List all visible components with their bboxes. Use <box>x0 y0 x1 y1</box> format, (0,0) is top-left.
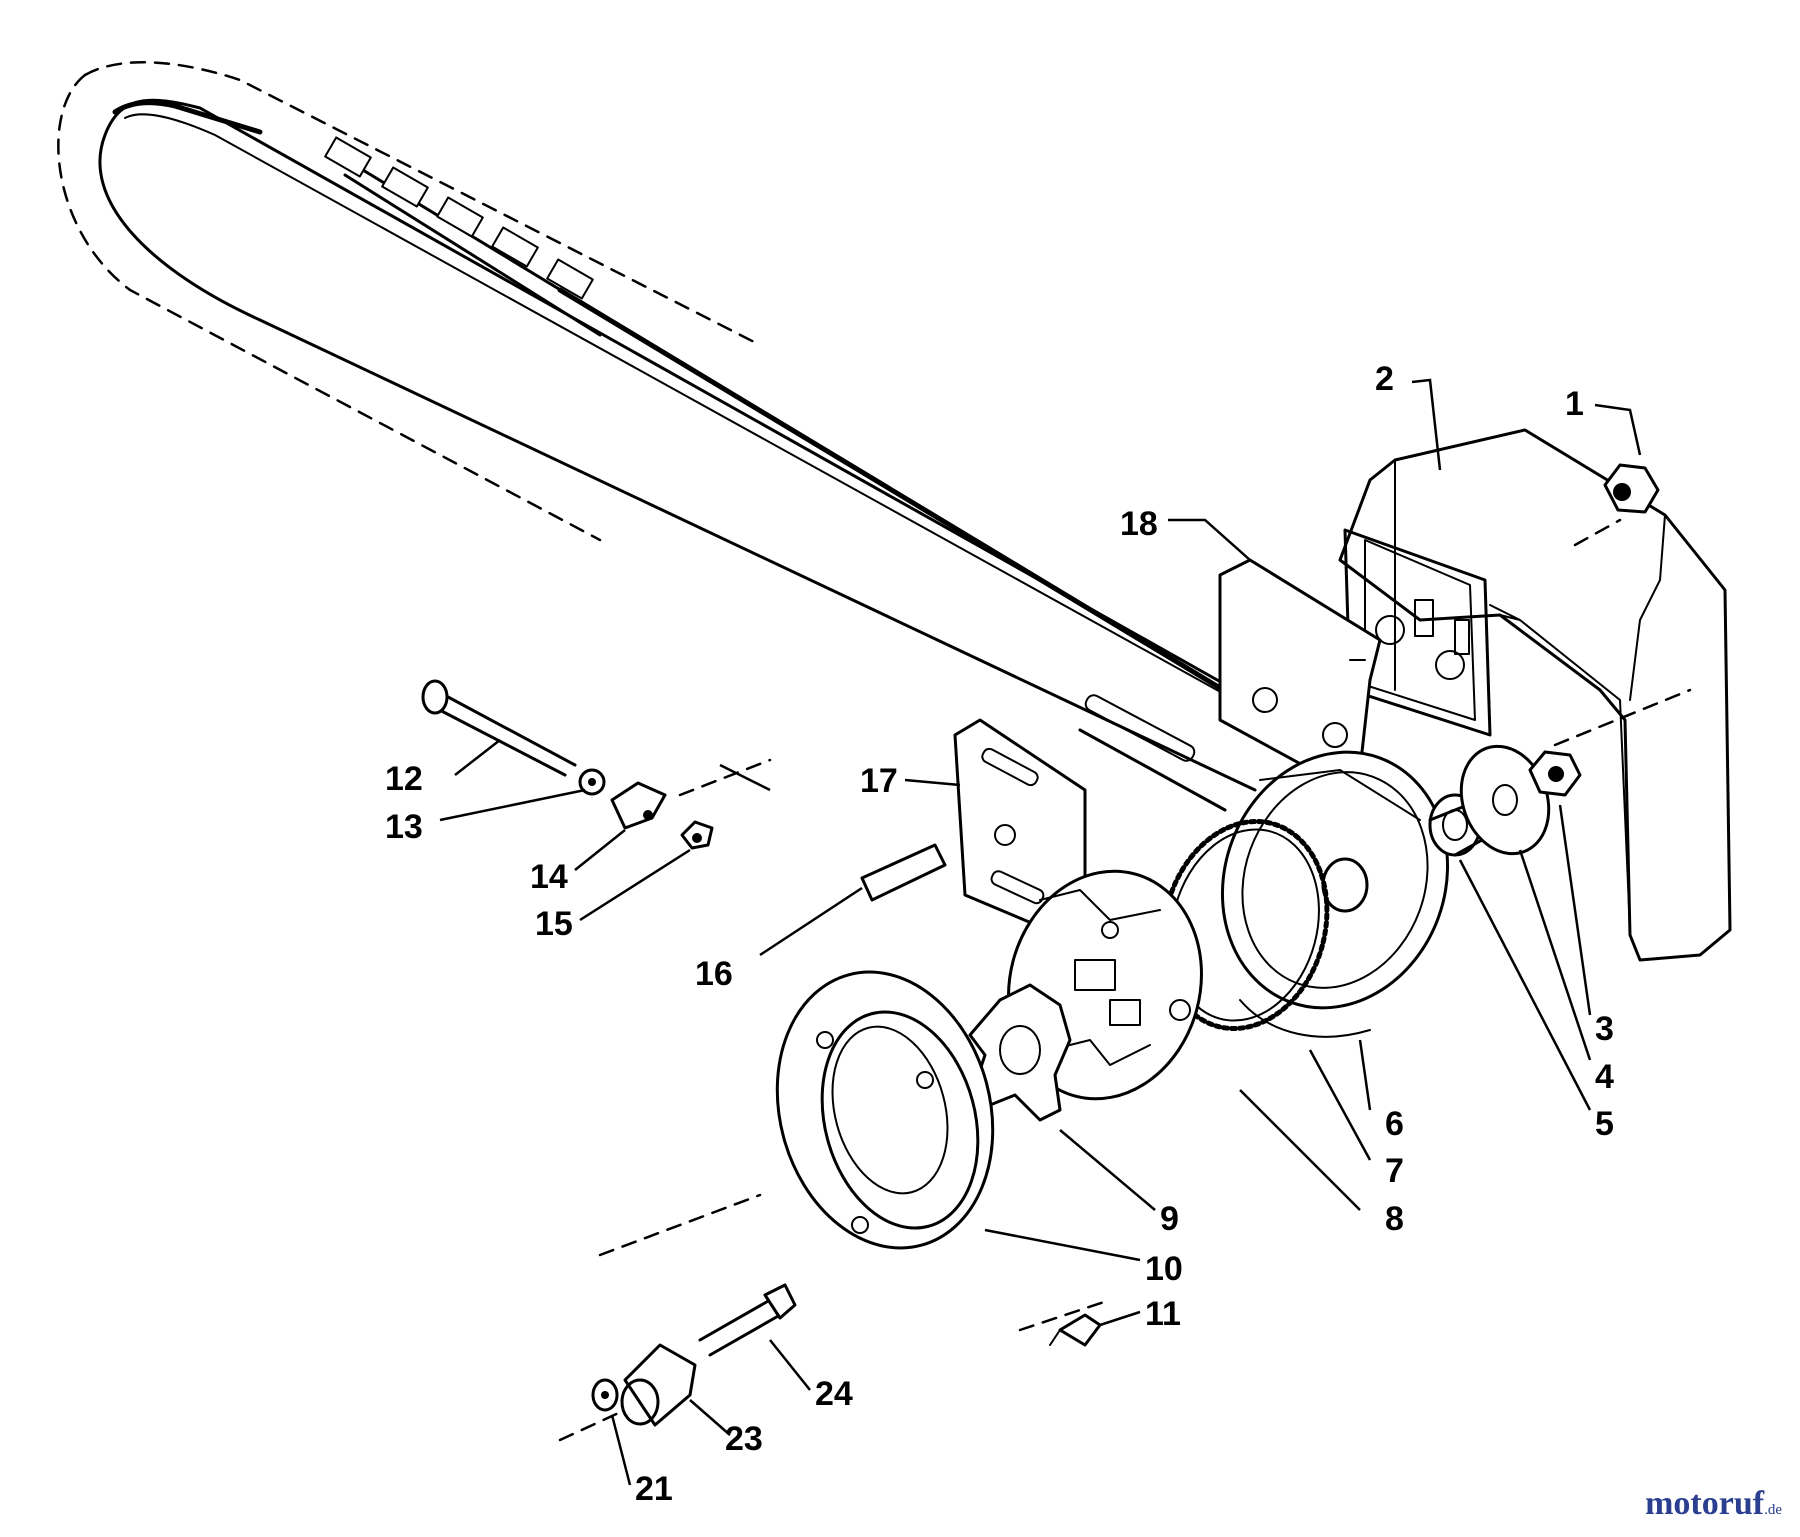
label-part-1: 1 <box>1565 385 1584 423</box>
label-part-8: 8 <box>1385 1200 1404 1238</box>
watermark-logo: motoruf.de <box>1645 1485 1782 1523</box>
clutch-hub <box>968 983 1072 1122</box>
clutch-cover <box>775 970 995 1250</box>
cover-nut <box>1603 463 1660 514</box>
label-part-11: 11 <box>1145 1295 1181 1333</box>
label-part-4: 4 <box>1595 1058 1614 1096</box>
label-part-17: 17 <box>860 762 898 800</box>
side-plate <box>1218 558 1382 782</box>
label-part-6: 6 <box>1385 1105 1404 1143</box>
assembly-axes <box>558 518 1692 1442</box>
bolt-24 <box>698 1283 797 1357</box>
label-part-18: 18 <box>1120 505 1158 543</box>
bushing-23 <box>620 1343 697 1427</box>
label-part-2: 2 <box>1375 360 1394 398</box>
label-part-5: 5 <box>1595 1105 1614 1143</box>
clutch-drum <box>1220 750 1450 1038</box>
label-part-10: 10 <box>1145 1250 1183 1288</box>
adjuster-washer <box>578 768 606 796</box>
guide-bar <box>98 98 1257 792</box>
label-part-21: 21 <box>635 1470 673 1508</box>
leader-lines <box>439 378 1642 1486</box>
watermark-tld: .de <box>1764 1502 1782 1518</box>
adjuster-pin <box>610 781 667 830</box>
label-part-23: 23 <box>725 1420 763 1458</box>
label-part-14: 14 <box>530 858 568 896</box>
label-part-13: 13 <box>385 808 423 846</box>
watermark-main: motoruf <box>1645 1485 1765 1522</box>
part-labels: 1 2 3 4 5 6 7 8 9 10 11 12 13 14 15 16 1… <box>385 360 1614 1508</box>
label-part-15: 15 <box>535 905 573 943</box>
label-part-16: 16 <box>695 955 733 993</box>
label-part-9: 9 <box>1160 1200 1179 1238</box>
bar-stud <box>759 843 947 957</box>
adjuster-nut <box>680 820 714 850</box>
label-part-24: 24 <box>815 1375 853 1413</box>
label-part-7: 7 <box>1385 1152 1404 1190</box>
small-screw <box>1049 1313 1102 1347</box>
label-part-12: 12 <box>385 760 423 798</box>
washer <box>1459 744 1551 856</box>
label-part-3: 3 <box>1595 1010 1614 1048</box>
adjuster-screw <box>421 679 577 777</box>
washer-21 <box>591 1378 619 1412</box>
saw-chain <box>57 61 762 542</box>
bar-nut <box>1528 750 1582 797</box>
